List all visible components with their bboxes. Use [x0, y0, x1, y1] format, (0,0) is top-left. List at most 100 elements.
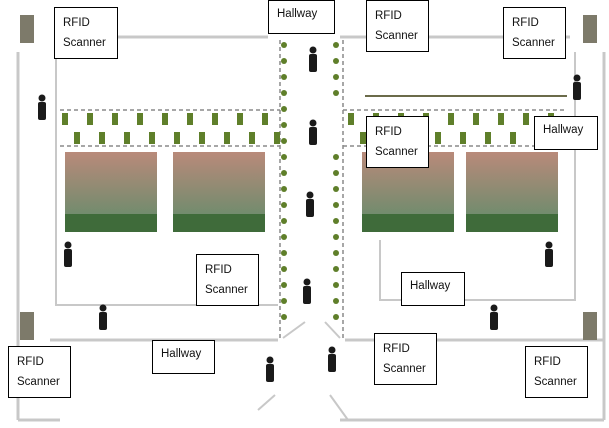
- guard-figure: [328, 354, 336, 372]
- rfid-text: RFID: [534, 356, 561, 368]
- plant-icon: [281, 266, 287, 272]
- guard-figure: [545, 241, 553, 249]
- guard-figure: [309, 54, 317, 72]
- guard-figure: [266, 364, 274, 382]
- photo-foliage: [362, 214, 454, 232]
- hallway-label: Hallway: [268, 0, 335, 34]
- plant-icon: [281, 170, 287, 176]
- plant-icon: [212, 113, 218, 125]
- plant-icon: [460, 132, 466, 144]
- plant-icon: [281, 250, 287, 256]
- plant-icon: [99, 132, 105, 144]
- plant-icon: [281, 106, 287, 112]
- guard-figure: [573, 74, 581, 82]
- plant-icon: [87, 113, 93, 125]
- plant-icon: [74, 132, 80, 144]
- photo-foliage: [65, 214, 157, 232]
- plant-icon: [448, 113, 454, 125]
- plant-icon: [281, 282, 287, 288]
- plant-icon: [333, 202, 339, 208]
- guard-figure: [309, 119, 317, 127]
- plant-icon: [281, 42, 287, 48]
- scanner-text: Scanner: [534, 376, 577, 388]
- guard-figure: [306, 199, 314, 217]
- plant-icon: [281, 154, 287, 160]
- plant-icon: [333, 250, 339, 256]
- guard-figure: [545, 249, 553, 267]
- rfid-text: RFID: [375, 126, 402, 138]
- plant-icon: [224, 132, 230, 144]
- plant-icon: [510, 132, 516, 144]
- scanner-text: Scanner: [375, 146, 418, 158]
- plant-icon: [262, 113, 268, 125]
- plant-icon: [281, 234, 287, 240]
- inner-walls: [55, 52, 576, 421]
- plant-icon: [274, 132, 280, 144]
- rfid-scanner-label: RFID Scanner: [366, 0, 429, 52]
- guard-figure: [309, 127, 317, 145]
- plant-icon: [281, 202, 287, 208]
- rfid-text: RFID: [512, 17, 539, 29]
- guard-figure: [303, 278, 311, 286]
- plant-icon: [281, 186, 287, 192]
- hallway-text: Hallway: [410, 280, 451, 292]
- plant-icon: [281, 90, 287, 96]
- rfid-text: RFID: [375, 10, 402, 22]
- guard-figure: [266, 356, 274, 364]
- guard-figure: [490, 304, 498, 312]
- plant-icon: [485, 132, 491, 144]
- plant-icon: [333, 186, 339, 192]
- plant-icon: [333, 42, 339, 48]
- plant-icon: [333, 314, 339, 320]
- plant-icon: [124, 132, 130, 144]
- plant-icon: [162, 113, 168, 125]
- plant-icon: [281, 218, 287, 224]
- towers: [20, 15, 597, 340]
- plant-icon: [62, 113, 68, 125]
- rfid-text: RFID: [17, 356, 44, 368]
- plant-icon: [348, 113, 354, 125]
- plant-icon: [199, 132, 205, 144]
- guard-figure: [309, 46, 317, 54]
- guard-figure: [573, 82, 581, 100]
- guard-figure: [64, 249, 72, 267]
- guard-figure: [328, 346, 336, 354]
- plant-icon: [281, 138, 287, 144]
- guard-figure: [38, 94, 46, 102]
- plant-icon: [249, 132, 255, 144]
- plant-icon: [281, 58, 287, 64]
- plant-icon: [333, 234, 339, 240]
- guard-figure: [64, 241, 72, 249]
- plant-icon: [174, 132, 180, 144]
- plant-icon: [333, 282, 339, 288]
- plant-icon: [187, 113, 193, 125]
- rfid-text: RFID: [205, 264, 232, 276]
- plant-icon: [281, 122, 287, 128]
- plant-icon: [498, 113, 504, 125]
- guard-figure: [99, 312, 107, 330]
- rfid-text: RFID: [63, 17, 90, 29]
- hallway-label: Hallway: [534, 116, 598, 150]
- photo-foliage: [173, 214, 265, 232]
- scanner-text: Scanner: [63, 37, 106, 49]
- scanner-text: Scanner: [205, 284, 248, 296]
- plant-icon: [281, 74, 287, 80]
- rfid-scanner-label: RFID Scanner: [366, 116, 429, 168]
- plant-icon: [333, 298, 339, 304]
- plant-icon: [473, 113, 479, 125]
- scanner-text: Scanner: [375, 30, 418, 42]
- plant-icon: [333, 74, 339, 80]
- rfid-text: RFID: [383, 343, 410, 355]
- plant-icon: [137, 113, 143, 125]
- rfid-scanner-label: RFID Scanner: [196, 254, 259, 306]
- plant-icon: [523, 113, 529, 125]
- plant-icon: [333, 170, 339, 176]
- guard-figure: [99, 304, 107, 312]
- hallway-label: Hallway: [152, 340, 215, 374]
- plant-icon: [149, 132, 155, 144]
- photo-foliage: [466, 214, 558, 232]
